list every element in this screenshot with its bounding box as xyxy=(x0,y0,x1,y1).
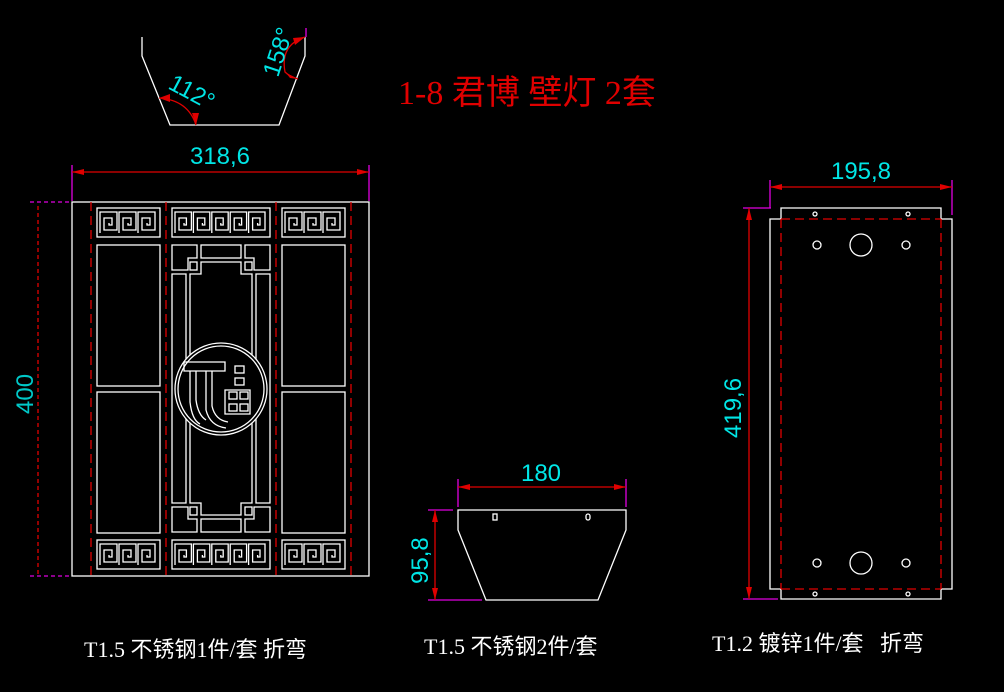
arrow-icon xyxy=(432,510,438,522)
side-piece-outline xyxy=(457,509,627,601)
greek-key-motif xyxy=(322,211,341,233)
greek-key-band xyxy=(96,207,161,238)
greek-key-band xyxy=(281,539,346,570)
greek-key-motif xyxy=(192,543,211,565)
mounting-slot xyxy=(585,513,591,521)
mounting-slot xyxy=(492,513,498,521)
hole xyxy=(901,240,911,250)
greek-key-motif xyxy=(229,543,248,565)
arrow-icon xyxy=(286,73,298,79)
greek-key-motif xyxy=(247,211,266,233)
front-panel-note: T1.5 不锈钢1件/套 折弯 xyxy=(84,637,307,662)
arrow-icon xyxy=(159,94,170,102)
arrow-icon xyxy=(746,587,752,599)
hole xyxy=(812,558,822,568)
side-height-label: 95,8 xyxy=(407,537,434,584)
greek-key-motif xyxy=(174,211,193,233)
angle-label-112: 112° xyxy=(164,69,219,115)
cable-hole xyxy=(849,551,873,575)
drawing-title: 1-8 君博 壁灯 2套 xyxy=(398,74,656,112)
hole xyxy=(812,240,822,250)
back-plate-note: T1.2 镀锌1件/套 折弯 xyxy=(712,631,924,656)
hole xyxy=(905,211,911,217)
greek-key-band xyxy=(96,539,161,570)
greek-key-motif xyxy=(192,211,211,233)
greek-key-motif xyxy=(284,543,303,565)
arrow-icon xyxy=(614,484,626,490)
front-panel: 318,6 400 xyxy=(12,143,370,577)
arrow-icon xyxy=(72,169,84,175)
medallion-emblem xyxy=(174,342,268,436)
arrow-icon xyxy=(192,113,199,125)
greek-key-motif xyxy=(211,211,229,233)
greek-key-motif xyxy=(303,211,322,233)
back-plate: 195,8 419,6 xyxy=(720,158,953,600)
arrow-icon xyxy=(293,37,305,45)
hole xyxy=(812,211,818,217)
greek-key-motif xyxy=(137,543,156,565)
arrow-icon xyxy=(458,484,470,490)
back-width-label: 195,8 xyxy=(831,158,891,185)
greek-key-motif xyxy=(99,211,118,233)
back-plate-outline xyxy=(769,207,953,600)
front-panel-outline xyxy=(71,201,370,577)
greek-key-motif xyxy=(174,543,193,565)
side-width-label: 180 xyxy=(521,460,561,487)
greek-key-motif xyxy=(322,543,341,565)
side-piece: 180 95,8 xyxy=(407,460,627,601)
glass-pane xyxy=(281,244,346,387)
hole xyxy=(905,591,911,597)
arrow-icon xyxy=(770,184,782,190)
arrow-icon xyxy=(432,588,438,600)
front-width-label: 318,6 xyxy=(190,143,250,170)
lattice-frame xyxy=(171,244,271,533)
greek-key-motif xyxy=(137,211,156,233)
greek-key-motif xyxy=(118,543,137,565)
arrow-icon xyxy=(357,169,369,175)
hole xyxy=(901,558,911,568)
bend-profile-outline xyxy=(141,37,306,126)
glass-pane xyxy=(96,244,161,387)
greek-key-band xyxy=(171,207,271,238)
back-height-label: 419,6 xyxy=(720,378,747,438)
glass-pane xyxy=(281,391,346,534)
bend-profile: 112° 158° xyxy=(141,24,307,126)
arrow-icon xyxy=(746,208,752,220)
angle-label-158: 158° xyxy=(258,24,299,80)
hole xyxy=(812,591,818,597)
greek-key-band xyxy=(171,539,271,570)
greek-key-motif xyxy=(211,543,229,565)
side-piece-note: T1.5 不锈钢2件/套 xyxy=(424,634,598,659)
greek-key-motif xyxy=(99,543,118,565)
glass-pane xyxy=(96,391,161,534)
greek-key-motif xyxy=(229,211,248,233)
greek-key-motif xyxy=(284,211,303,233)
greek-key-motif xyxy=(303,543,322,565)
arrow-icon xyxy=(940,184,952,190)
front-height-label: 400 xyxy=(12,374,39,414)
greek-key-band xyxy=(281,207,346,238)
greek-key-motif xyxy=(118,211,137,233)
greek-key-motif xyxy=(247,543,266,565)
greek-key-patterns xyxy=(99,211,341,565)
cable-hole xyxy=(849,233,873,257)
